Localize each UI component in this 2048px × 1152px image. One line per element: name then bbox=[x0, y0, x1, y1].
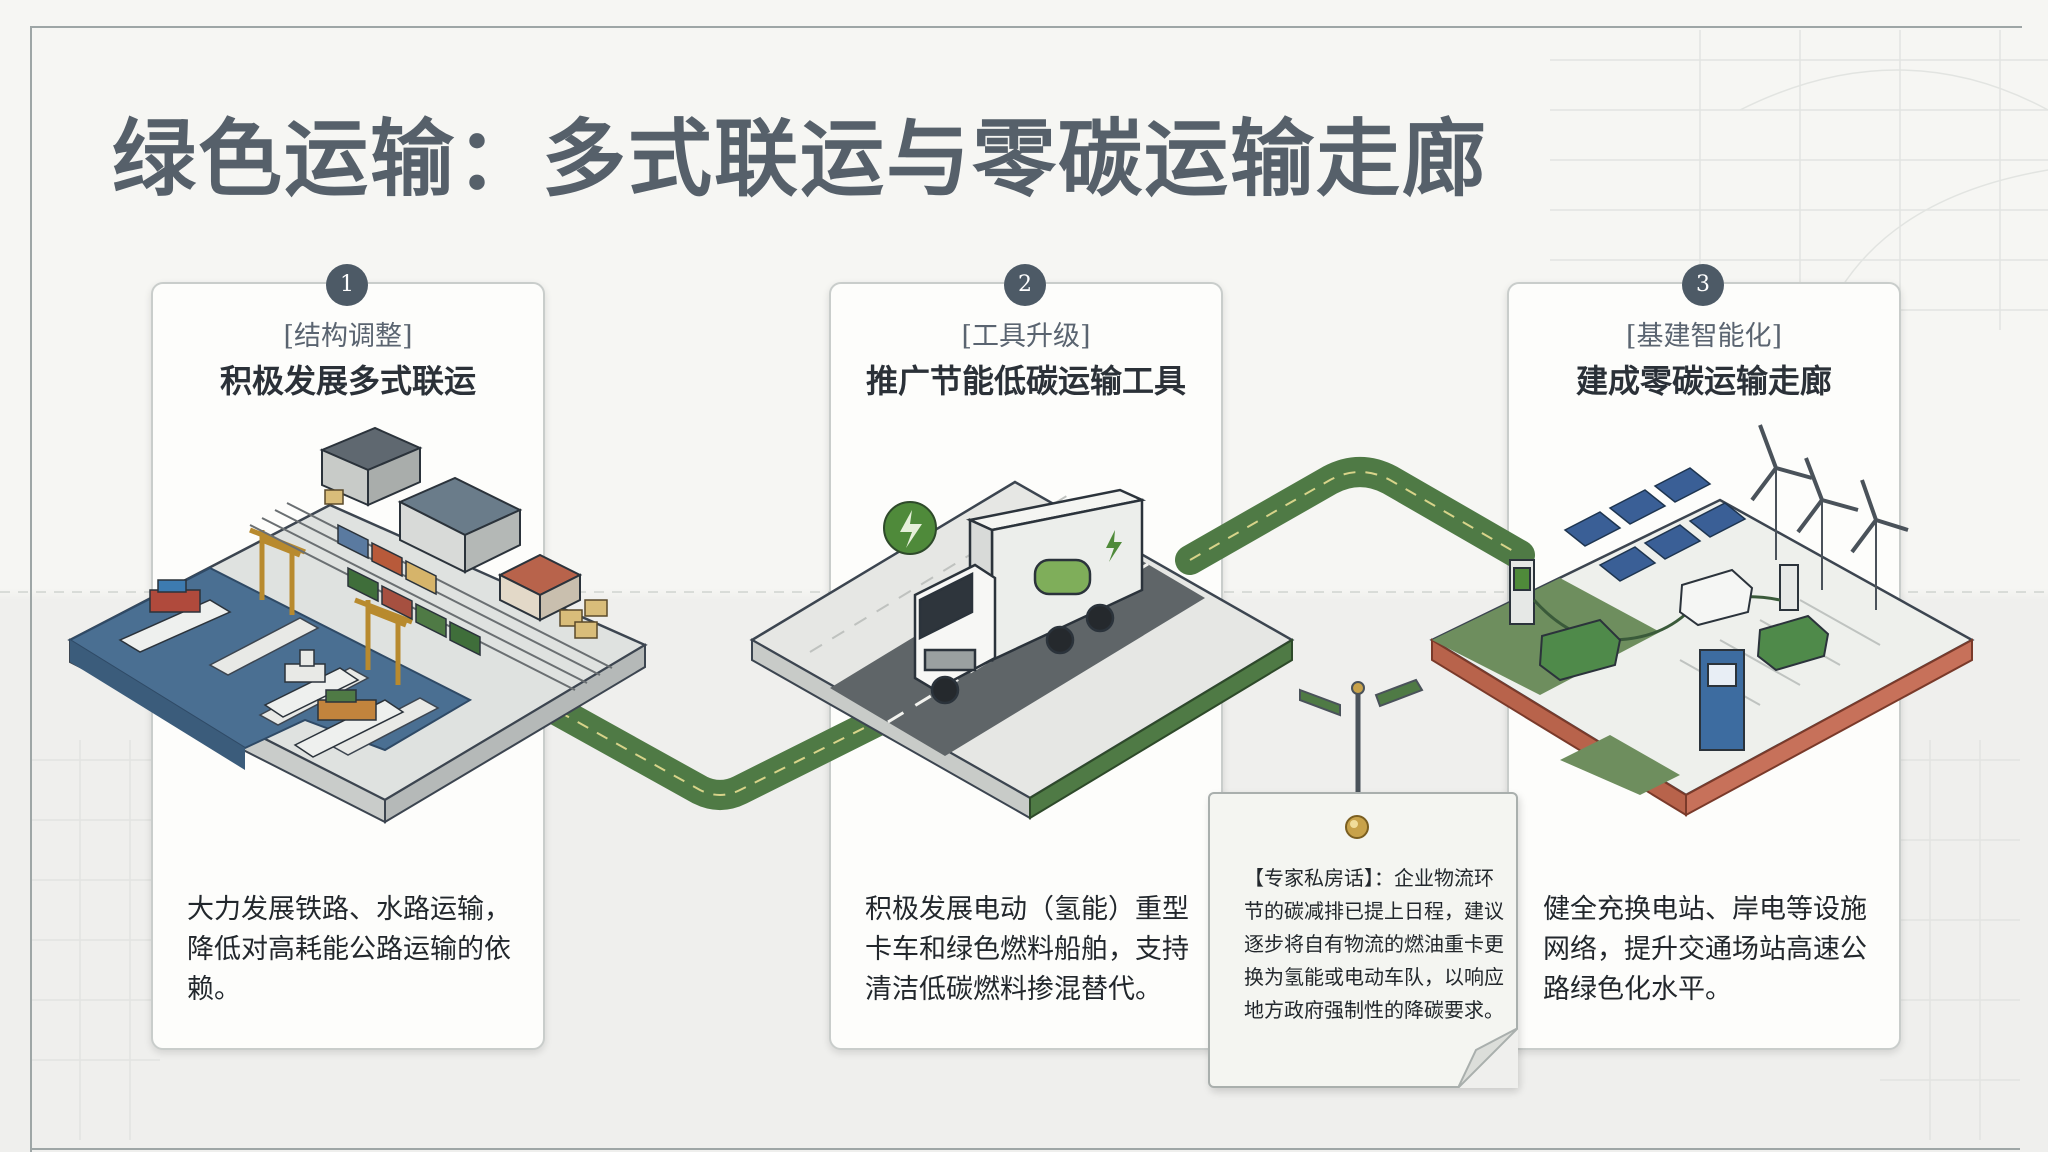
card-tag: [结构调整] bbox=[283, 321, 413, 352]
port-rail-intermodal-illustration bbox=[67, 426, 648, 824]
page-title: 绿色运输：多式联运与零碳运输走廊 bbox=[112, 109, 1489, 208]
card-heading: 推广节能低碳运输工具 bbox=[865, 362, 1186, 400]
expert-note: 【专家私房话】：企业物流环节的碳减排已提上日程，建议逐步将自有物流的燃油重卡更换… bbox=[1208, 792, 1518, 1088]
pushpin-icon bbox=[1345, 815, 1369, 839]
step-badge-1: 1 bbox=[326, 264, 368, 306]
step-badge-2: 2 bbox=[1004, 264, 1046, 306]
expert-note-text: 【专家私房话】：企业物流环节的碳减排已提上日程，建议逐步将自有物流的燃油重卡更换… bbox=[1244, 866, 1504, 1022]
card-tag: [基建智能化] bbox=[1625, 321, 1783, 352]
card-body: 大力发展铁路、水路运输，降低对高耗能公路运输的依赖。 bbox=[187, 894, 511, 1005]
electric-truck-illustration bbox=[749, 480, 1295, 820]
slide-frame-bottom bbox=[30, 1148, 2020, 1150]
signpost bbox=[1299, 678, 1424, 800]
slide-frame bbox=[30, 26, 2022, 1152]
step-badge-3: 3 bbox=[1682, 264, 1724, 306]
card-tag: [工具升级] bbox=[961, 321, 1091, 352]
card-body: 健全充换电站、岸电等设施网络，提升交通场站高速公路绿色化水平。 bbox=[1543, 894, 1867, 1005]
card-body: 积极发展电动（氢能）重型卡车和绿色燃料船舶，支持清洁低碳燃料掺混替代。 bbox=[865, 894, 1189, 1005]
note-curled-corner bbox=[1458, 1028, 1518, 1088]
charging-station-solar-wind-illustration bbox=[1429, 424, 1975, 817]
card-heading: 建成零碳运输走廊 bbox=[1575, 362, 1832, 400]
card-heading: 积极发展多式联运 bbox=[219, 362, 476, 400]
